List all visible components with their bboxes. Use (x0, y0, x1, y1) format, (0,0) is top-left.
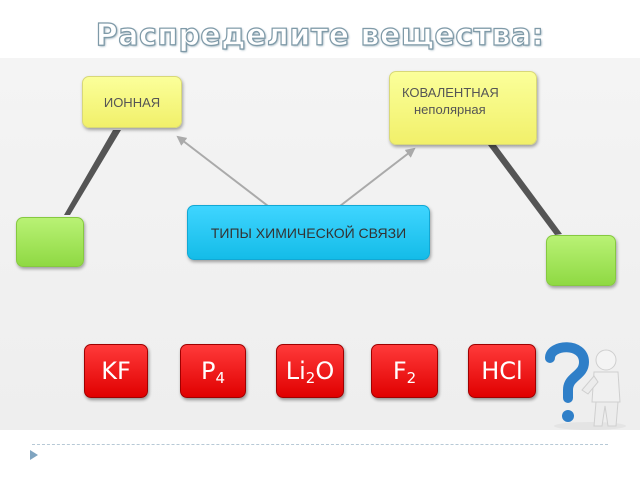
arrow-to-ionic (176, 135, 269, 207)
covalent-node-label-line1: КОВАЛЕНТНАЯ (402, 85, 499, 100)
ionic-node-label: ИОННАЯ (103, 94, 161, 110)
covalent-node[interactable]: КОВАЛЕНТНАЯ неполярная (389, 71, 537, 145)
substance-label: Li2O (285, 357, 335, 387)
connector-covalent-to-green (488, 145, 562, 235)
center-node-label: ТИПЫ ХИМИЧЕСКОЙ СВЯЗИ (210, 224, 407, 241)
substance-card-hcl[interactable]: HCl (468, 344, 536, 398)
page-title: Распределите вещества: (95, 17, 545, 53)
triangle-right-icon[interactable] (30, 450, 38, 460)
ionic-node[interactable]: ИОННАЯ (82, 76, 182, 128)
substance-card-li2o[interactable]: Li2O (276, 344, 344, 398)
arrow-to-covalent (339, 147, 416, 207)
substance-label: P4 (200, 357, 226, 387)
substance-card-p4[interactable]: P4 (180, 344, 246, 398)
footer-divider (32, 444, 608, 445)
center-node[interactable]: ТИПЫ ХИМИЧЕСКОЙ СВЯЗИ (187, 205, 430, 260)
substance-label: HCl (481, 357, 523, 385)
connector-ionic-to-green (64, 130, 121, 215)
substance-label: KF (101, 357, 131, 385)
substance-card-kf[interactable]: KF (84, 344, 148, 398)
covalent-node-label-line2: неполярная (414, 102, 486, 117)
covalent-answer-slot[interactable] (546, 235, 616, 286)
substance-label: F2 (392, 357, 417, 387)
substance-card-f2[interactable]: F2 (371, 344, 438, 398)
question-mark-person-icon (545, 342, 626, 430)
ionic-answer-slot[interactable] (16, 217, 84, 267)
